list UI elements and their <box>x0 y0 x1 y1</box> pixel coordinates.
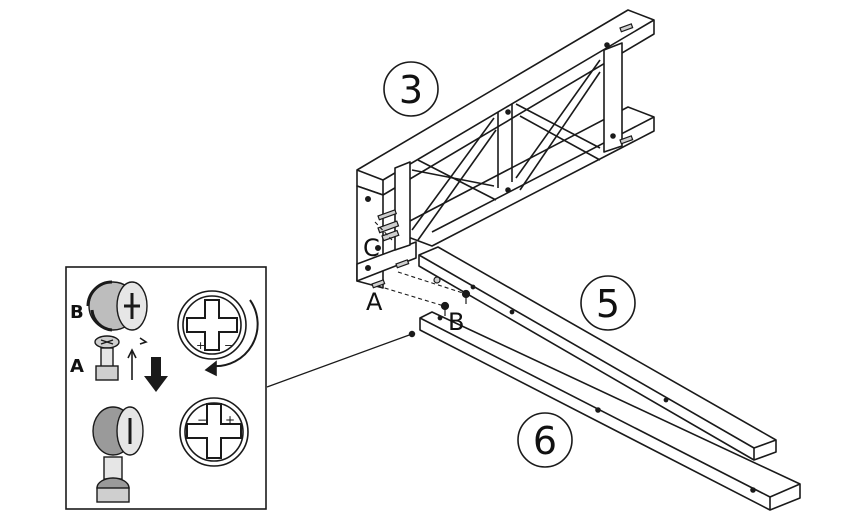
rotate-sign-minus: − <box>224 339 233 352</box>
label-b: B <box>448 308 464 336</box>
cam-lock-icon <box>86 280 148 332</box>
inset-leader <box>266 330 416 388</box>
rail-part-6 <box>419 311 801 511</box>
cross-slot-icon <box>179 397 249 467</box>
part-number-5: 5 <box>580 275 636 331</box>
svg-text:6: 6 <box>533 419 557 463</box>
dowel-hardware <box>371 23 634 289</box>
label-a: A <box>366 288 383 316</box>
part-number-3: 3 <box>383 61 439 117</box>
cam-lock-hardware <box>433 276 471 316</box>
result-sign-minus: − <box>197 413 207 427</box>
rotate-sign-plus: + <box>196 339 205 352</box>
svg-text:3: 3 <box>399 68 423 112</box>
label-c: C <box>363 234 380 262</box>
alignment-guides <box>374 221 467 307</box>
rail-part-5 <box>418 246 777 461</box>
cam-lock-locked-icon <box>92 406 144 503</box>
bolt-icon <box>94 335 120 381</box>
rotate-arrow-icon <box>127 337 148 380</box>
inset-label-b: B <box>70 302 84 323</box>
part-number-6: 6 <box>517 412 573 468</box>
inset-label-a: A <box>70 356 84 377</box>
result-sign-plus: + <box>225 413 235 427</box>
svg-text:5: 5 <box>596 282 620 326</box>
frame-part-3 <box>356 9 655 289</box>
down-arrow-icon <box>144 357 168 392</box>
cross-slot-rotate-icon <box>177 290 259 377</box>
detail-inset: B A + − <box>65 266 267 510</box>
